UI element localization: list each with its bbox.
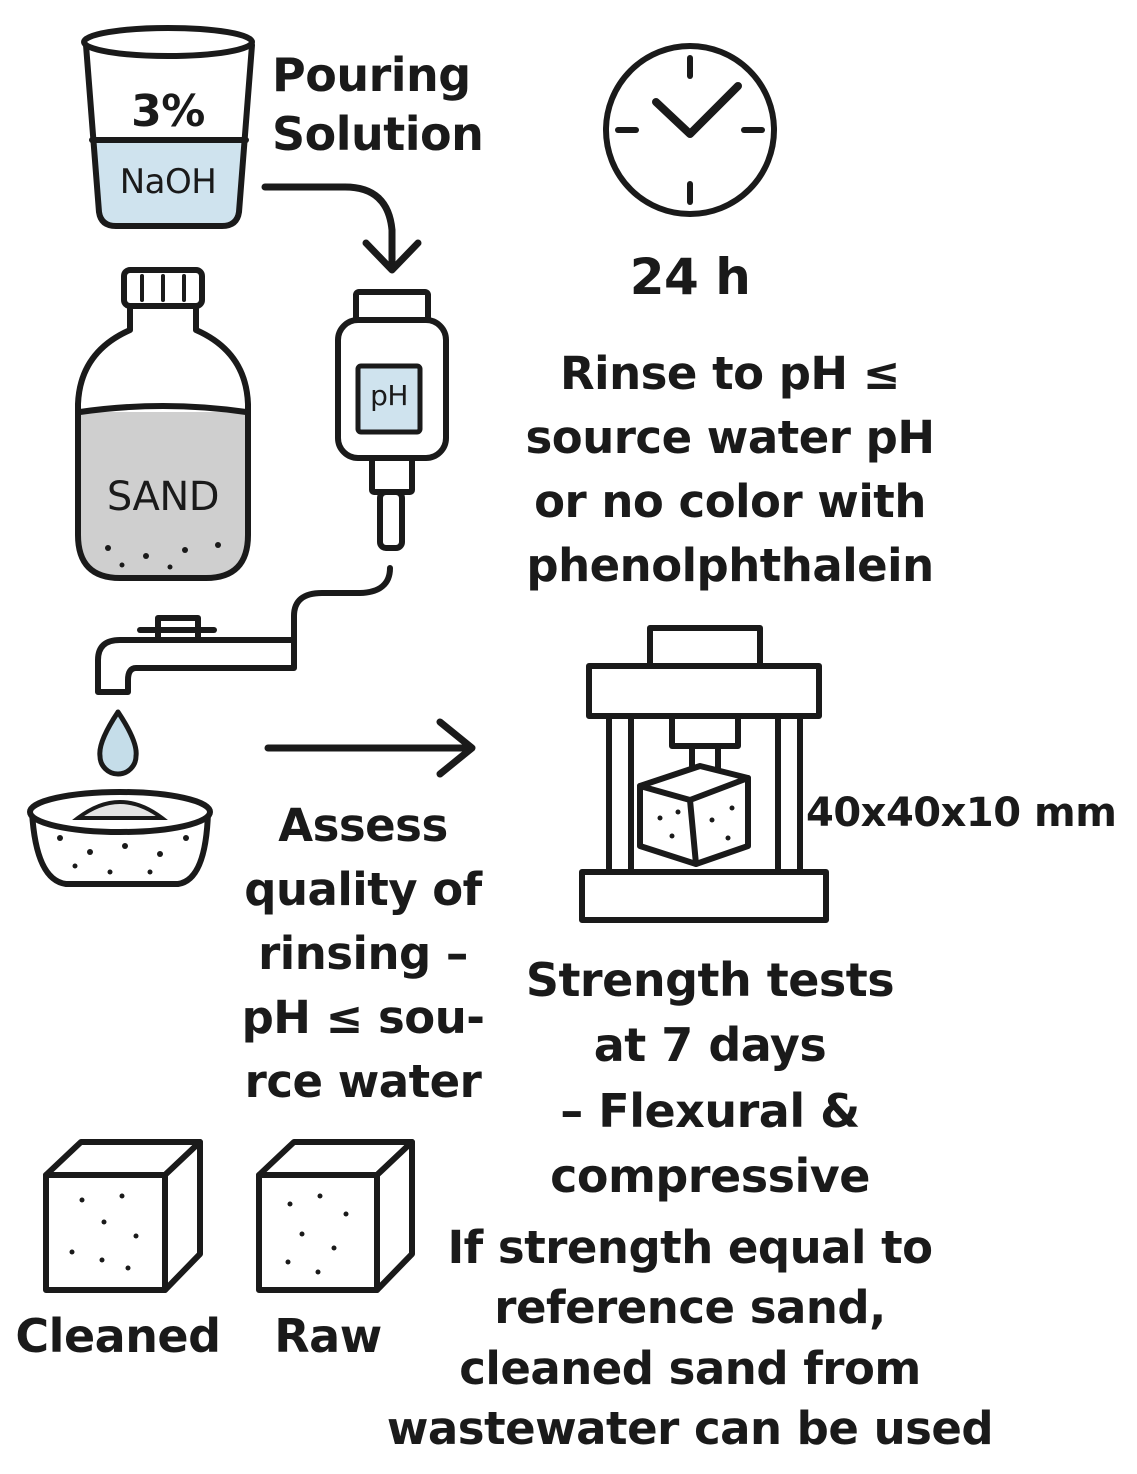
clock-icon [603,43,777,217]
naoh-beaker-icon [81,25,255,229]
raw-cube-label: Raw [274,1309,382,1363]
testing-press-icon [579,625,829,923]
beaker-chemical-label: NaOH [119,162,217,202]
pouring-solution-label: Pouring Solution [272,48,484,161]
ph-meter-icon [335,289,449,551]
cleaned-cube-label: Cleaned [15,1309,221,1363]
ph-meter-label: pH [370,379,408,412]
conclusion-text: If strength equal to reference sand, cle… [386,1221,994,1455]
sand-bottle-icon [75,267,251,581]
sand-bottle-label: SAND [106,474,220,520]
process-arrow-icon [264,718,476,778]
duration-label: 24 h [629,248,751,306]
sand-bowl-icon [27,789,213,887]
raw-cube-icon [256,1139,415,1293]
faucet-icon [95,565,393,695]
strength-tests-text: Strength tests at 7 days – Flexural & co… [525,953,895,1203]
specimen-size-label: 40x40x10 mm [806,790,1117,836]
cleaned-cube-icon [43,1139,203,1293]
water-drop-icon [97,709,139,777]
beaker-percent-label: 3% [131,86,205,137]
pour-arrow-icon [261,183,422,274]
rinse-criteria-text: Rinse to pH ≤ source water pH or no colo… [525,347,936,592]
assess-quality-text: Assess quality of rinsing – pH ≤ sou- rc… [241,799,485,1108]
